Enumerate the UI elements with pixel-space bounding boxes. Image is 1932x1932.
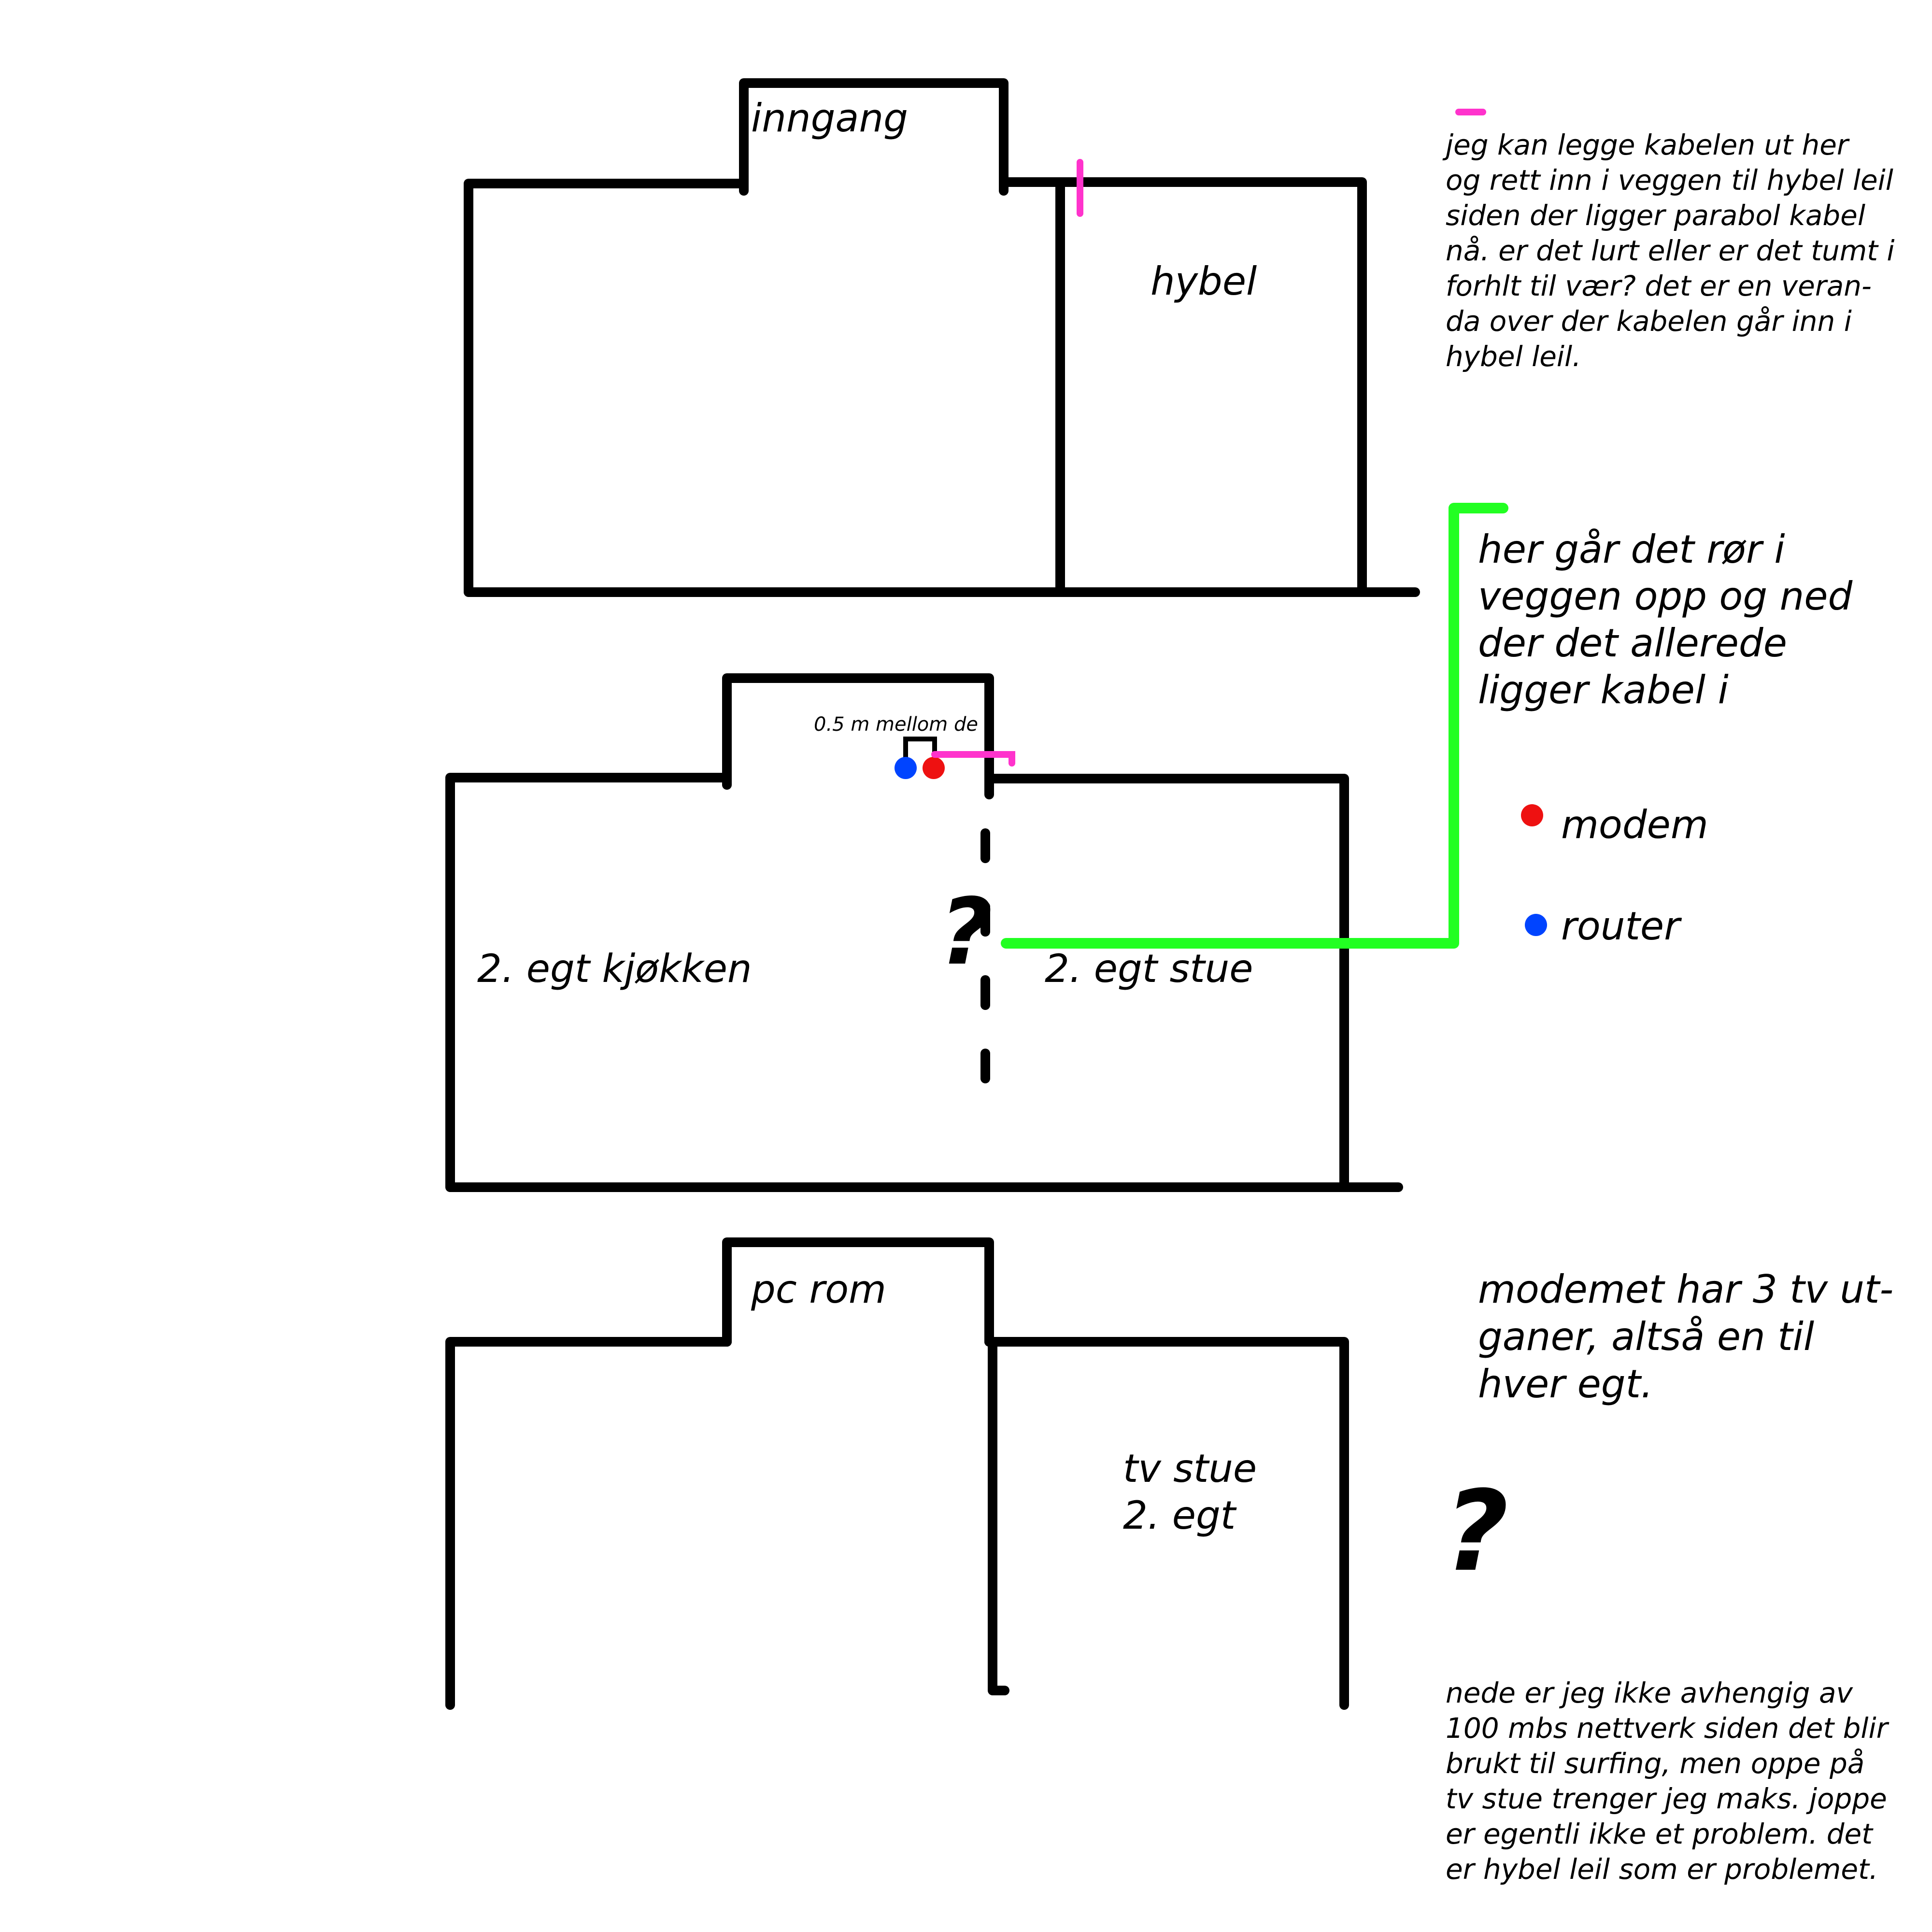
bottom-note-line: er egentli ikke et problem. det xyxy=(1446,1818,1874,1850)
modem-note-line: hver egt. xyxy=(1478,1362,1653,1406)
question-mark-right: ? xyxy=(1444,1467,1508,1596)
tv-stue-walls xyxy=(984,1337,1349,1710)
green-pipe xyxy=(1001,503,1508,949)
bottom-note-line: tv stue trenger jeg maks. joppe xyxy=(1446,1782,1887,1815)
modem-dot xyxy=(923,757,945,779)
bottom-note-line: brukt til surfing, men oppe på xyxy=(1446,1747,1864,1780)
label-stue: 2. egt stue xyxy=(1045,946,1253,991)
pink-cable-route xyxy=(931,751,1015,767)
label-tv-stue-line1: tv stue xyxy=(1123,1446,1257,1491)
bottom-floor xyxy=(445,1237,1349,1710)
middle-nook-walls xyxy=(722,673,994,799)
modem-note-line: ganer, altså en til xyxy=(1478,1314,1814,1359)
top-floor xyxy=(464,78,1420,597)
middle-right-walls xyxy=(984,774,1349,1192)
pink-note-line: og rett inn i veggen til hybel leil xyxy=(1446,164,1893,197)
pink-note-line: nå. er det lurt eller er det tumt i xyxy=(1446,234,1895,267)
modem-note: modemet har 3 tv ut- ganer, altså en til… xyxy=(1478,1267,1893,1406)
label-hybel: hybel xyxy=(1151,259,1257,304)
label-kjokken: 2. egt kjøkken xyxy=(477,946,752,991)
pc-rom-walls xyxy=(722,1237,994,1347)
bottom-left-walls xyxy=(445,1337,732,1710)
green-note-line: der det allerede xyxy=(1478,621,1787,666)
green-note-line: ligger kabel i xyxy=(1478,668,1729,712)
label-tv-stue-line2: 2. egt xyxy=(1123,1493,1237,1538)
legend: modem router xyxy=(1521,802,1708,949)
pink-note-line: forhlt til vær? det er en veran- xyxy=(1446,270,1872,302)
bottom-note: nede er jeg ikke avhengig av 100 mbs net… xyxy=(1446,1676,1889,1886)
pink-note-line: jeg kan legge kabelen ut her xyxy=(1442,128,1850,161)
pink-note-line: hybel leil. xyxy=(1446,340,1581,373)
legend-modem-dot xyxy=(1521,804,1543,826)
modem-note-line: modemet har 3 tv ut- xyxy=(1478,1267,1893,1312)
pink-note: jeg kan legge kabelen ut her og rett inn… xyxy=(1442,128,1895,373)
middle-floor-outline xyxy=(445,773,1403,1192)
top-floor-outline xyxy=(464,179,1420,597)
label-pc-rom: pc rom xyxy=(751,1267,886,1312)
pink-note-line: siden der ligger parabol kabel xyxy=(1446,199,1865,232)
green-note-line: her går det rør i xyxy=(1478,527,1785,572)
distance-label: 0.5 m mellom de xyxy=(814,713,978,736)
bottom-note-line: er hybel leil som er problemet. xyxy=(1446,1853,1878,1886)
bottom-note-line: 100 mbs nettverk siden det blir xyxy=(1446,1712,1889,1745)
legend-router-label: router xyxy=(1561,904,1682,949)
green-note-line: veggen opp og ned xyxy=(1478,574,1853,619)
router-dot xyxy=(895,757,917,779)
bottom-note-line: nede er jeg ikke avhengig av xyxy=(1446,1676,1854,1709)
label-inngang: inngang xyxy=(751,96,908,141)
middle-floor xyxy=(445,673,1403,1192)
question-mark-middle: ? xyxy=(939,879,993,985)
legend-router-dot xyxy=(1525,914,1547,936)
tv-stue-inner-wall xyxy=(988,1337,1009,1695)
pink-note-line: da over der kabelen går inn i xyxy=(1446,305,1852,338)
green-note: her går det rør i veggen opp og ned der … xyxy=(1478,527,1853,712)
legend-modem-label: modem xyxy=(1561,802,1708,847)
hybel-walls xyxy=(999,177,1367,597)
inngang-walls xyxy=(739,78,1009,196)
